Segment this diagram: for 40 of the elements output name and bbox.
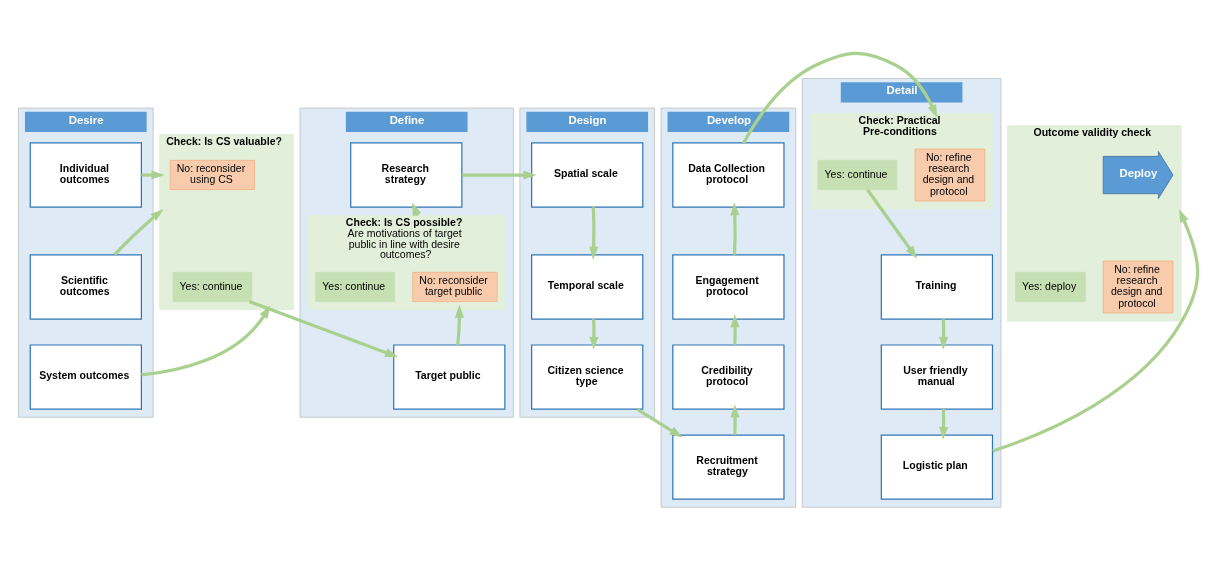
- node-box: System outcomes: [29, 344, 142, 410]
- node-box: No: refine research design and protocol: [914, 148, 986, 202]
- node-box: Recruitment strategy: [672, 434, 785, 500]
- arrow: [454, 304, 464, 346]
- arrow: [589, 319, 599, 350]
- node-box: Yes: continue: [817, 160, 898, 191]
- node-box: Yes: continue: [315, 271, 395, 302]
- node-box: Citizen science type: [531, 344, 644, 410]
- arrow: [939, 319, 949, 350]
- arrow: [141, 170, 165, 180]
- arrow: [730, 202, 740, 255]
- node-box: Scientific outcomes: [29, 254, 142, 320]
- node-box: Research strategy: [350, 142, 463, 208]
- arrow: [866, 188, 918, 259]
- node-box: Engagement protocol: [672, 254, 785, 320]
- arrow: [462, 170, 537, 180]
- arrow: [742, 51, 938, 144]
- node-box: Yes: continue: [172, 271, 253, 302]
- node-box: User friendly manual: [880, 344, 994, 410]
- node-box: Yes: deploy: [1015, 271, 1086, 302]
- node-box: Target public: [393, 344, 506, 410]
- node-box: Logistic plan: [880, 434, 994, 500]
- node-box: No: reconsider target public: [412, 271, 498, 302]
- node-box: Individual outcomes: [29, 142, 142, 208]
- arrow: [636, 407, 683, 438]
- arrow: [730, 404, 740, 436]
- node-box: No: reconsider using CS: [169, 160, 255, 191]
- node-box: Credibility protocol: [672, 344, 785, 410]
- arrow: [113, 209, 164, 256]
- node-box: Data Collection protocol: [672, 142, 785, 208]
- node-box: Spatial scale: [531, 142, 644, 208]
- arrow: [730, 314, 740, 345]
- arrow: [939, 409, 949, 440]
- node-box: Temporal scale: [531, 254, 644, 320]
- arrow: [992, 209, 1200, 453]
- arrow: [589, 207, 599, 260]
- arrow: [141, 305, 271, 377]
- node-box: No: refine research design and protocol: [1102, 260, 1174, 314]
- arrow: [248, 300, 399, 358]
- node-box: Training: [880, 254, 994, 320]
